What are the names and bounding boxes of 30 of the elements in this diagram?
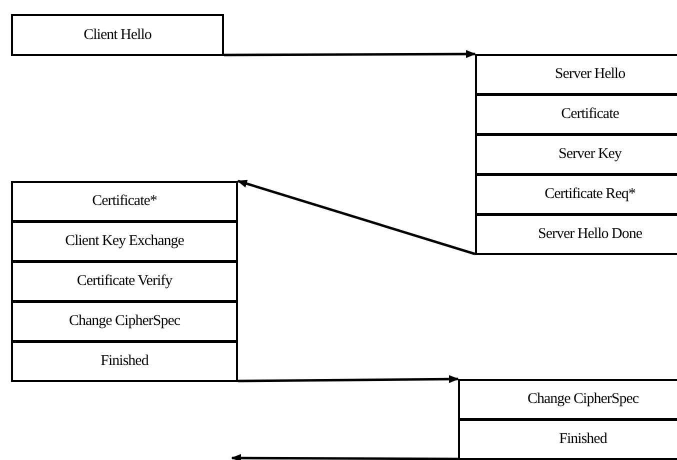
message-label: Certificate* bbox=[92, 193, 157, 210]
arrow bbox=[224, 50, 476, 58]
message-label: Certificate Verify bbox=[76, 273, 172, 290]
message-box bbox=[458, 419, 677, 460]
message-label: Client Hello bbox=[84, 26, 152, 44]
message-box bbox=[11, 301, 238, 342]
message-box bbox=[458, 379, 677, 420]
message-label: Server Key bbox=[558, 146, 622, 163]
message-box bbox=[11, 221, 238, 262]
message-box bbox=[475, 134, 677, 175]
message-label: Finished bbox=[100, 353, 148, 370]
message-box bbox=[475, 94, 677, 135]
arrow bbox=[237, 180, 476, 256]
message-box bbox=[11, 261, 238, 302]
arrow bbox=[238, 375, 459, 384]
message-box bbox=[11, 181, 238, 222]
message-label: Server Hello bbox=[554, 66, 626, 83]
message-label: Finished bbox=[559, 431, 607, 448]
message-label: Server Hello Done bbox=[538, 226, 642, 243]
message-box bbox=[11, 14, 224, 56]
message-box bbox=[475, 174, 677, 215]
message-label: Certificate Req* bbox=[544, 186, 636, 203]
message-label: Change CipherSpec bbox=[68, 313, 180, 330]
message-box bbox=[475, 214, 677, 255]
message-box bbox=[11, 341, 238, 382]
message-box bbox=[475, 54, 677, 95]
arrow bbox=[231, 454, 458, 460]
message-label: Change CipherSpec bbox=[527, 391, 639, 408]
message-label: Client Key Exchange bbox=[65, 233, 184, 250]
message-label: Certificate bbox=[561, 106, 619, 123]
